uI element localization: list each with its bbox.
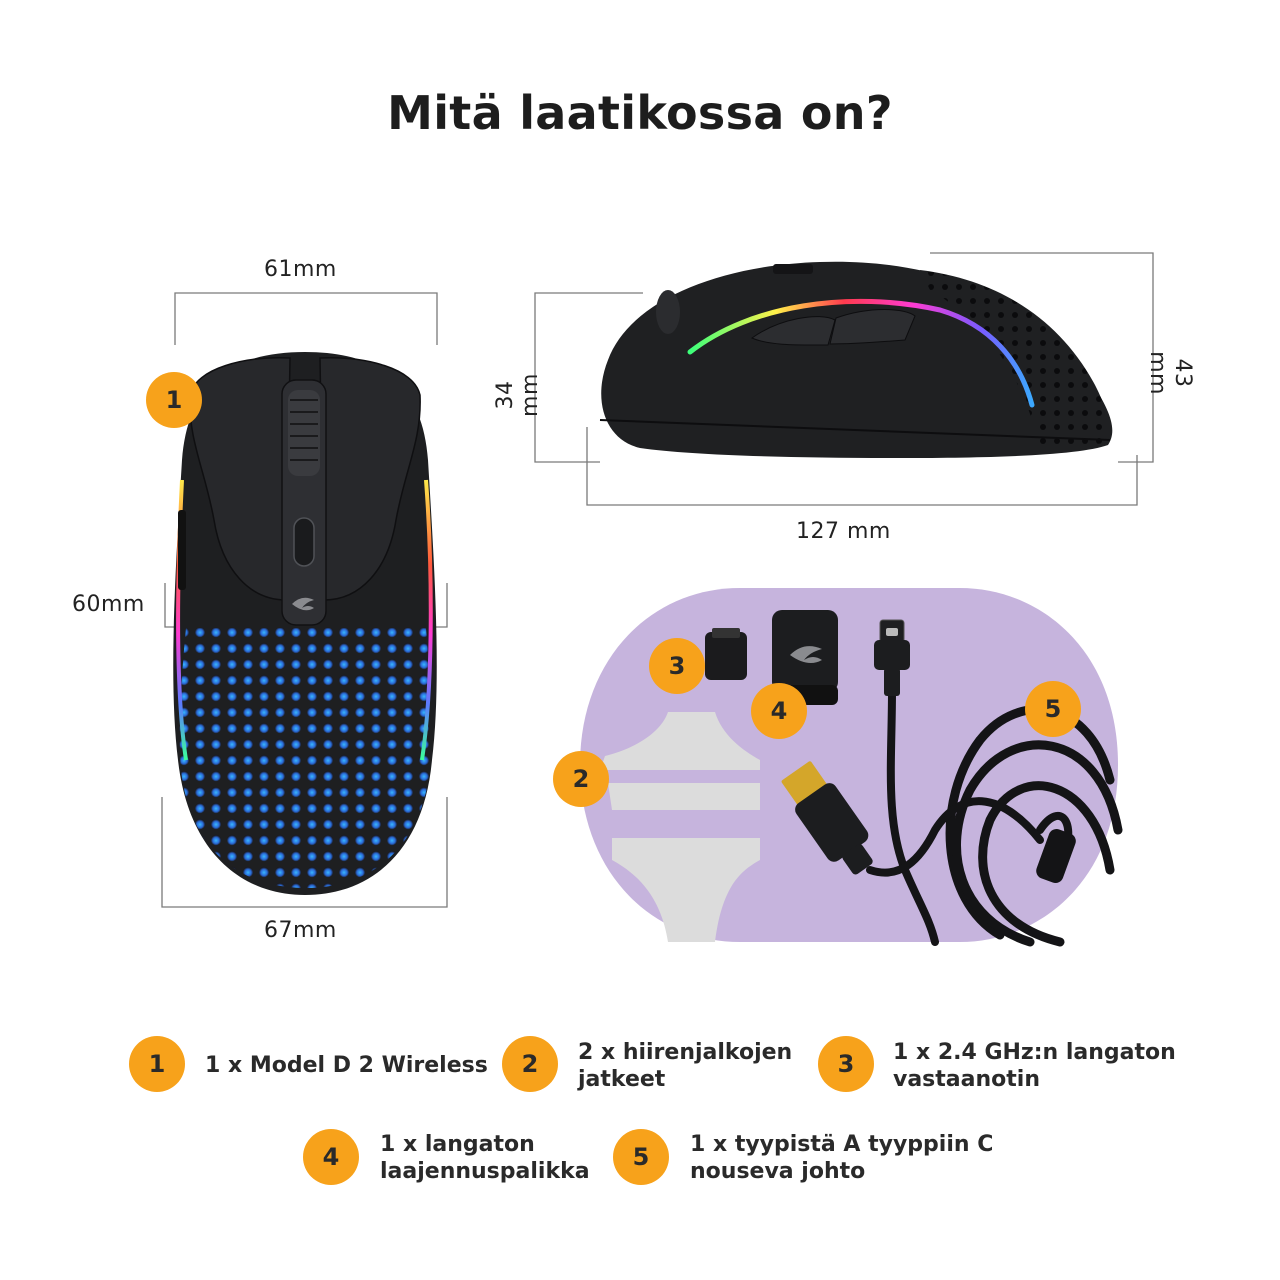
dimension-side-length: 127 mm — [796, 519, 891, 544]
page-title: Mitä laatikossa on? — [387, 86, 893, 140]
legend-badge-5: 5 — [613, 1129, 669, 1185]
mouse-top-view — [173, 352, 437, 895]
legend-badge-3: 3 — [818, 1036, 874, 1092]
legend-item-2: 2 x hiirenjalkojen jatkeet — [578, 1040, 793, 1092]
dimension-bottom-width: 67mm — [264, 918, 337, 943]
mouse-side-view — [599, 261, 1113, 458]
badge-feet: 2 — [553, 751, 609, 807]
legend-badge-2: 2 — [502, 1036, 558, 1092]
wireless-receiver — [705, 628, 747, 680]
mouse-feet-extensions — [600, 712, 760, 942]
legend-item-5: 1 x tyypistä A tyyppiin C nouseva johto — [690, 1132, 994, 1184]
dimension-top-width: 61mm — [264, 257, 337, 282]
dimension-side-height-back: 43 mm — [1145, 351, 1195, 395]
badge-mouse: 1 — [146, 372, 202, 428]
legend-badge-4: 4 — [303, 1129, 359, 1185]
accessory-panel — [580, 588, 1123, 947]
legend-badge-1: 1 — [129, 1036, 185, 1092]
legend-item-4: 1 x langaton laajennuspalikka — [380, 1132, 590, 1184]
dimension-lines-side-view — [534, 252, 1154, 506]
dimension-side-height-front: 34 mm — [493, 373, 543, 417]
legend-item-3: 1 x 2.4 GHz:n langaton vastaanotin — [893, 1040, 1176, 1092]
badge-cable: 5 — [1025, 681, 1081, 737]
badge-receiver: 3 — [649, 638, 705, 694]
dimension-length: 60mm — [72, 592, 145, 617]
usb-cable — [866, 686, 1123, 947]
legend-item-1: 1 x Model D 2 Wireless — [205, 1053, 488, 1078]
badge-puck: 4 — [751, 683, 807, 739]
